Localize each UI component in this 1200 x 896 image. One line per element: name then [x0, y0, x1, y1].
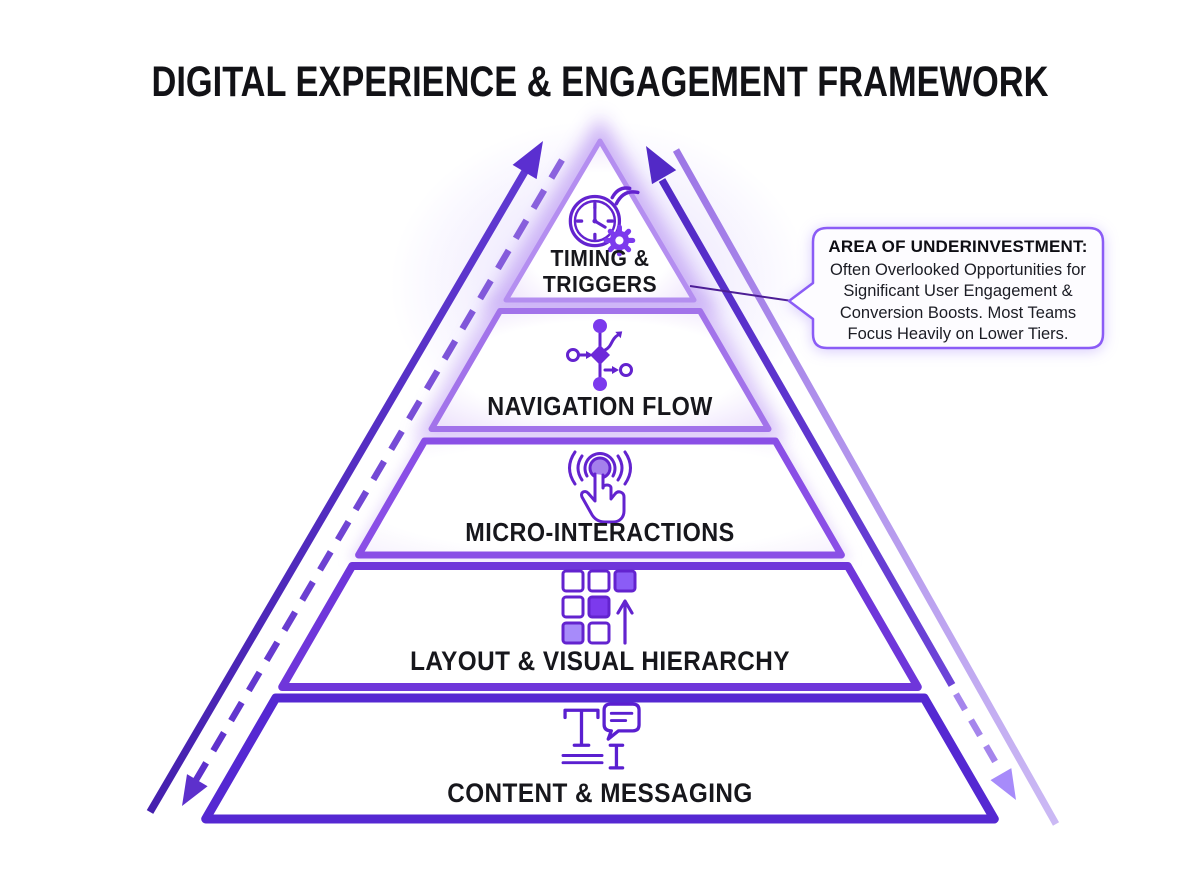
callout-connector-line	[689, 285, 793, 302]
right-outer-line	[672, 148, 1060, 826]
callout-bubble-shape	[787, 226, 1105, 350]
tier-1-label: TIMING & TRIGGERS	[542, 245, 658, 297]
clock-gear-triggers-icon	[554, 176, 646, 260]
tier-1-label-wrap: TIMING & TRIGGERS	[0, 245, 1200, 298]
page-title: DIGITAL EXPERIENCE & ENGAGEMENT FRAMEWOR…	[151, 58, 1049, 106]
tier-3-label: MICRO-INTERACTIONS	[465, 517, 735, 547]
tier-5-shape	[201, 693, 999, 824]
left-up-arrow	[146, 141, 543, 814]
tier-2-label: NAVIGATION FLOW	[487, 391, 713, 421]
tier-4-label: LAYOUT & VISUAL HIERARCHY	[410, 646, 790, 676]
pyramid-tiers	[201, 138, 999, 824]
callout-body: Often Overlooked Opportunities for Signi…	[830, 261, 1086, 344]
tap-gesture-icon	[560, 444, 640, 530]
right-down-arrow	[953, 692, 1016, 800]
tier-5-label: CONTENT & MESSAGING	[447, 778, 753, 808]
left-down-arrow	[182, 158, 565, 806]
navigation-flow-icon	[565, 315, 635, 395]
callout: AREA OF UNDERINVESTMENT: Often Overlooke…	[822, 237, 1094, 346]
layout-grid-arrow-icon	[561, 569, 639, 647]
right-up-arrow	[646, 146, 956, 687]
text-message-icon	[556, 700, 644, 774]
callout-heading: AREA OF UNDERINVESTMENT:	[828, 237, 1088, 256]
